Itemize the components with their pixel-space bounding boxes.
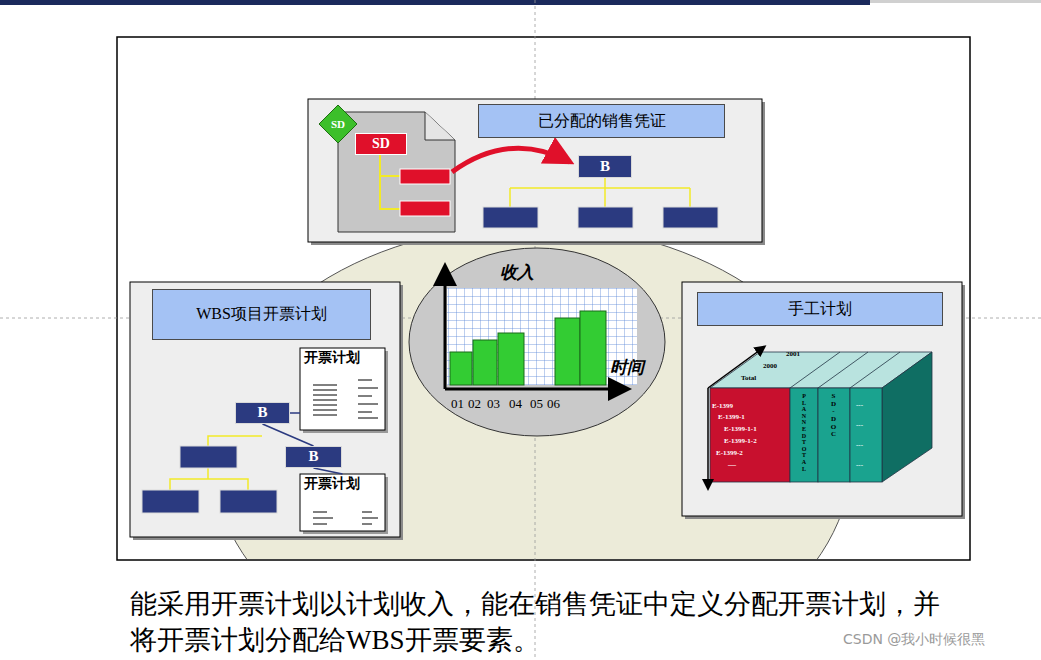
sd-box: SD (355, 133, 407, 155)
node-text: B (600, 158, 610, 175)
node-text: WBS项目开票计划 (196, 305, 327, 323)
node-text: B (308, 448, 318, 465)
billing-plan-doc: 开票计划 (300, 348, 385, 430)
column-label: PLANNEDTOTAL (801, 393, 807, 472)
cell-value: --- (856, 402, 863, 410)
connector (290, 412, 300, 414)
watermark: CSDN @我小时候很黑 (843, 632, 985, 647)
node-text: 手工计划 (788, 300, 852, 318)
wbs-code: E-1399 (712, 403, 733, 411)
wbs-code: E-1399-1 (718, 414, 745, 422)
tick-label: 06 (547, 397, 560, 411)
cell-value: --- (856, 442, 863, 450)
column-label: SD-DOC (830, 393, 837, 439)
billing-element: B (578, 155, 632, 178)
connector (314, 468, 343, 474)
wbs-code: — (728, 461, 736, 470)
tick-label: 04 (509, 397, 522, 411)
year-label: Total (741, 375, 756, 383)
wbs-code: E-1399-2 (716, 450, 743, 458)
wbs-code: E-1399-1-2 (724, 438, 757, 446)
tick-label: 05 (530, 397, 543, 411)
node-text: 开票计划 (304, 350, 360, 366)
cell-value: --- (856, 462, 863, 470)
node-text: SD (331, 118, 345, 131)
wbs-element: B (235, 402, 290, 424)
header-box: WBS项目开票计划 (152, 289, 371, 340)
axis-label: 收入 (500, 264, 534, 283)
year-label: 2001 (786, 351, 800, 359)
connector (263, 424, 314, 446)
caption: 能采用开票计划以计划收入，能在销售凭证中定义分配开票计划，并将开票计划分配给WB… (130, 586, 960, 658)
year-label: 2000 (763, 363, 777, 371)
cell-value: --- (856, 422, 863, 430)
billing-plan-doc: 开票计划 (300, 474, 385, 531)
tick-label: 02 (468, 397, 481, 411)
axis-label: 时间 (610, 359, 644, 378)
sd-diamond: SD (318, 104, 358, 144)
node-text: 已分配的销售凭证 (538, 112, 666, 130)
node-text: SD (372, 136, 390, 152)
header-box: 已分配的销售凭证 (478, 104, 725, 138)
wbs-code: E-1399-1-1 (724, 426, 757, 434)
header-box: 手工计划 (697, 292, 943, 326)
node-text: 开票计划 (304, 476, 360, 492)
tick-label: 01 (451, 397, 464, 411)
node-text: B (257, 404, 267, 421)
tick-label: 03 (487, 397, 500, 411)
wbs-element: B (285, 446, 342, 468)
